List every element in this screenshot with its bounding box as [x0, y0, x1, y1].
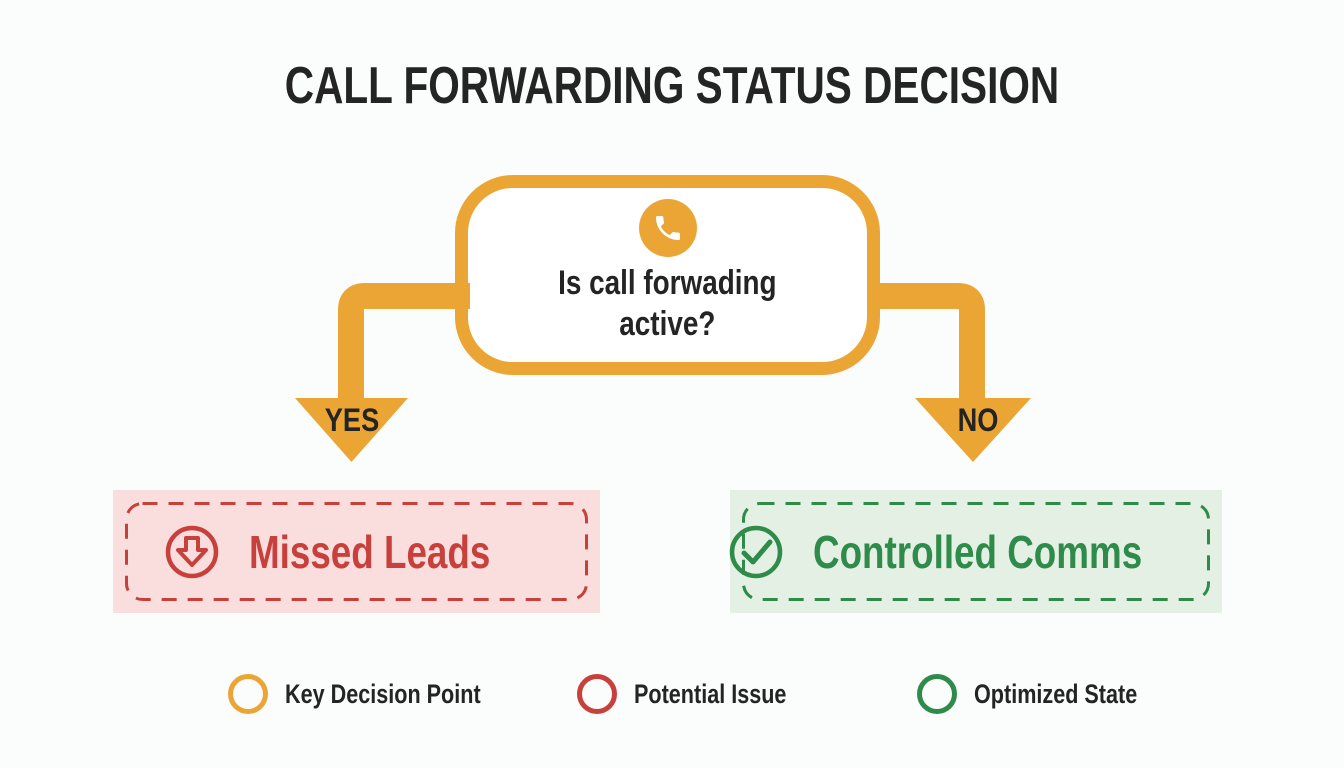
- yes-branch-label: YES: [324, 402, 380, 438]
- decision-node: Is call forwading active?: [455, 175, 880, 375]
- decision-question: Is call forwading active?: [455, 263, 880, 346]
- legend-label: Potential Issue: [634, 678, 787, 709]
- check-circle-icon: [730, 525, 783, 578]
- yes-connector-arrow: [295, 283, 470, 462]
- outcome-missed-leads: Missed Leads: [113, 490, 600, 613]
- green-circle-icon: [917, 674, 957, 714]
- question-line-2: active?: [619, 305, 716, 343]
- legend-item-potential-issue: Potential Issue: [577, 672, 825, 716]
- arrow-down-circle-icon: [165, 525, 218, 578]
- page-title: CALL FORWARDING STATUS DECISION: [284, 57, 1060, 115]
- phone-icon: [638, 198, 697, 257]
- outcome-label-controlled-comms: Controlled Comms: [813, 525, 1143, 578]
- no-connector-arrow: [872, 283, 1031, 462]
- legend-label: Key Decision Point: [285, 678, 481, 709]
- red-circle-icon: [577, 674, 617, 714]
- outcome-label-missed-leads: Missed Leads: [248, 525, 491, 578]
- legend-label: Optimized State: [974, 678, 1138, 709]
- yellow-circle-icon: [228, 674, 268, 714]
- legend-item-key-decision-point: Key Decision Point: [228, 672, 530, 716]
- legend-item-optimized-state: Optimized State: [917, 672, 1178, 716]
- outcome-controlled-comms: Controlled Comms: [730, 490, 1222, 613]
- outcome-content: Missed Leads: [163, 523, 551, 581]
- no-branch-label: NO: [957, 402, 999, 438]
- question-line-1: Is call forwading: [558, 263, 777, 302]
- outcome-content: Controlled Comms: [727, 523, 1224, 581]
